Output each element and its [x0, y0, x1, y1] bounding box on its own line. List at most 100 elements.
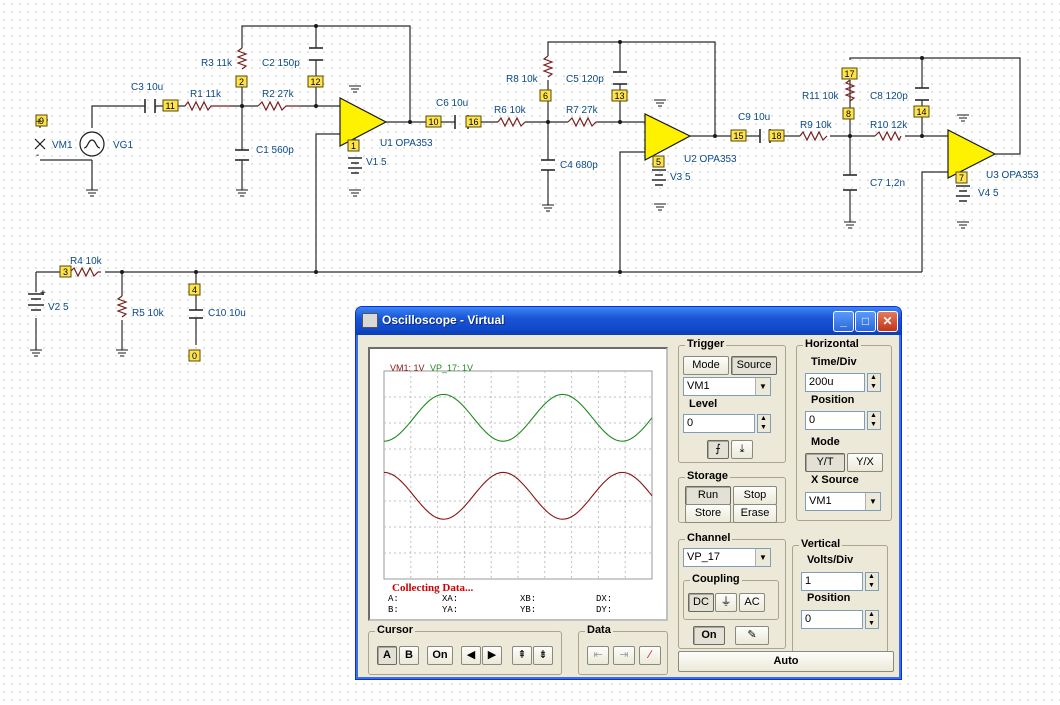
- channel-value: VP_17: [687, 551, 721, 563]
- v-position-spinner[interactable]: [865, 610, 879, 629]
- volts-div-input[interactable]: 1: [801, 572, 863, 591]
- svg-text:13: 13: [615, 91, 625, 101]
- component-label: R4 10k: [70, 256, 103, 267]
- node-marker: 6: [539, 89, 552, 102]
- svg-text:12: 12: [311, 77, 321, 87]
- cursor-ya: YA:: [442, 605, 459, 615]
- node-marker: 5: [652, 155, 665, 168]
- component-label: VG1: [113, 140, 133, 151]
- cursor-up-icon[interactable]: ⇞: [512, 646, 532, 665]
- node-marker: 8: [842, 107, 855, 120]
- cursor-xb: XB:: [520, 594, 537, 604]
- auto-button[interactable]: Auto: [678, 651, 894, 672]
- trigger-level-spinner[interactable]: [757, 414, 771, 433]
- v-position-label: Position: [807, 592, 851, 604]
- cursor-left-icon[interactable]: ◀: [461, 646, 481, 665]
- node-marker: 7: [955, 171, 968, 184]
- svg-text:5: 5: [656, 157, 661, 167]
- cursor-on-button[interactable]: On: [427, 646, 453, 665]
- cursor-a-button[interactable]: A: [377, 646, 397, 665]
- coupling-label: Coupling: [690, 573, 742, 585]
- h-position-spinner[interactable]: [867, 411, 881, 430]
- scope-plot: [383, 370, 653, 580]
- node-marker: 17: [841, 67, 858, 80]
- time-div-input[interactable]: 200u: [805, 373, 865, 392]
- x-source-select[interactable]: VM1▼: [805, 492, 881, 511]
- volts-div-spinner[interactable]: [865, 572, 879, 591]
- mode-label: Mode: [811, 436, 840, 448]
- legend: VM1: 1V VP_17: 1V: [390, 363, 473, 373]
- chevron-down-icon: ▼: [755, 378, 770, 395]
- cursor-group-label: Cursor: [375, 624, 416, 636]
- component-label: V4 5: [978, 188, 999, 199]
- h-position-input[interactable]: 0: [805, 411, 865, 430]
- mode-yt-button[interactable]: Y/T: [805, 453, 845, 472]
- node-marker: 13: [611, 89, 628, 102]
- component-label: U3 OPA353: [986, 170, 1039, 181]
- probe-icon[interactable]: ✎: [735, 626, 769, 645]
- component-label: R7 27k: [566, 105, 599, 116]
- trigger-group-label: Trigger: [685, 338, 727, 350]
- legend-vm1: VM1: 1V: [390, 363, 425, 373]
- component-label: C3 10u: [131, 82, 163, 93]
- polarity-sign: +: [40, 288, 46, 299]
- svg-text:15: 15: [734, 131, 744, 141]
- node-marker: 3: [59, 265, 72, 278]
- polarity-sign: -: [36, 150, 39, 161]
- node-marker: 4: [188, 283, 201, 296]
- falling-edge-icon[interactable]: ⤓: [731, 440, 753, 459]
- store-button[interactable]: Store: [685, 504, 731, 523]
- node-marker: 15: [730, 129, 747, 142]
- mode-yx-button[interactable]: Y/X: [847, 453, 883, 472]
- ground-icon[interactable]: ⏚: [715, 593, 737, 612]
- coupling-ac-button[interactable]: AC: [739, 593, 765, 612]
- maximize-button[interactable]: □: [855, 311, 876, 332]
- window-title: Oscilloscope - Virtual: [382, 313, 505, 327]
- cursor-down-icon[interactable]: ⇟: [533, 646, 553, 665]
- data-export-icon[interactable]: ⇥: [613, 646, 635, 665]
- data-group-label: Data: [585, 624, 613, 636]
- node-marker: 18: [768, 129, 785, 142]
- svg-text:8: 8: [846, 109, 851, 119]
- channel-on-button[interactable]: On: [693, 626, 725, 645]
- v-position-input[interactable]: 0: [801, 610, 863, 629]
- component-label: R2 27k: [262, 89, 295, 100]
- close-button[interactable]: ✕: [877, 311, 898, 332]
- component-label: U1 OPA353: [380, 138, 433, 149]
- time-div-spinner[interactable]: [867, 373, 881, 392]
- rising-edge-icon[interactable]: ⨍: [707, 440, 729, 459]
- trigger-group: Trigger Mode Source VM1▼ Level 0 ⨍ ⤓: [678, 338, 786, 463]
- channel-group-label: Channel: [685, 532, 733, 544]
- coupling-dc-button[interactable]: DC: [688, 593, 714, 612]
- component-label: C9 10u: [738, 112, 770, 123]
- minimize-button[interactable]: _: [833, 311, 854, 332]
- trigger-source-select[interactable]: VM1▼: [683, 377, 771, 396]
- erase-button[interactable]: Erase: [733, 504, 777, 523]
- trigger-level-input[interactable]: 0: [683, 414, 755, 433]
- node-marker: 0: [188, 349, 201, 362]
- trigger-mode-button[interactable]: Mode: [683, 356, 729, 375]
- x-source-label: X Source: [811, 474, 859, 486]
- node-marker: 10: [425, 115, 442, 128]
- node-marker: 1: [347, 139, 360, 152]
- svg-text:1: 1: [351, 141, 356, 151]
- title-bar[interactable]: Oscilloscope - Virtual _ □ ✕: [356, 307, 901, 335]
- cursor-dy: DY:: [596, 605, 613, 615]
- storage-group-label: Storage: [685, 470, 730, 482]
- component-label: R8 10k: [506, 74, 539, 85]
- channel-group: Channel VP_17▼ Coupling DC ⏚ AC On ✎: [678, 532, 786, 649]
- stop-button[interactable]: Stop: [733, 486, 777, 505]
- cursor-b-button[interactable]: B: [399, 646, 419, 665]
- data-draw-icon[interactable]: ∕: [639, 646, 661, 665]
- cursor-right-icon[interactable]: ▶: [482, 646, 502, 665]
- scope-display[interactable]: VM1: 1V VP_17: 1V Collecting Data... A: …: [368, 347, 668, 621]
- vertical-group-label: Vertical: [799, 538, 843, 550]
- component-label: R6 10k: [494, 105, 527, 116]
- trigger-source-button[interactable]: Source: [731, 356, 777, 375]
- storage-group: Storage Run Stop Store Erase: [678, 470, 786, 523]
- component-label: R3 11k: [201, 58, 233, 69]
- run-button[interactable]: Run: [685, 486, 731, 505]
- channel-select[interactable]: VP_17▼: [683, 548, 771, 567]
- data-import-icon[interactable]: ⇤: [587, 646, 609, 665]
